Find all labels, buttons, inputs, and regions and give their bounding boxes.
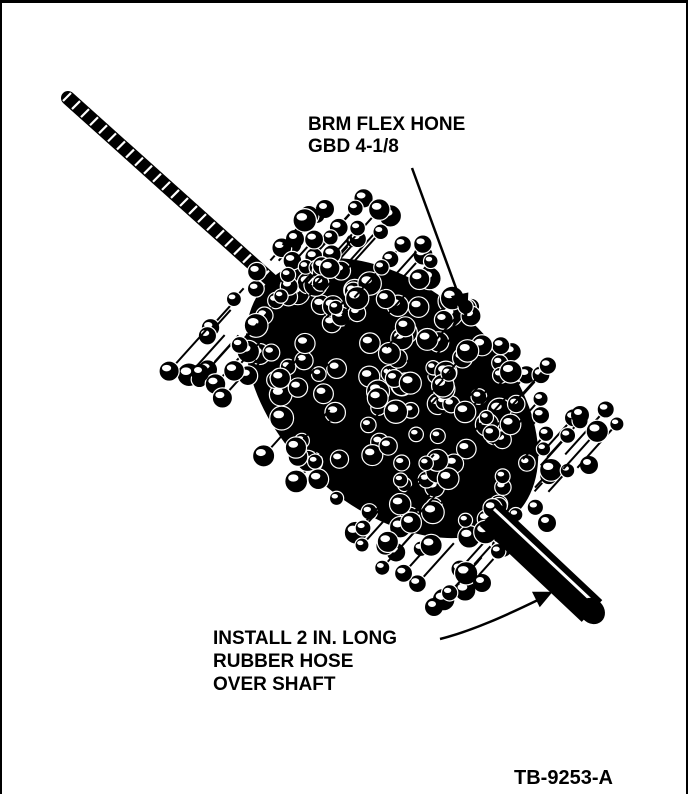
abrasive-globules-cluster <box>159 189 624 616</box>
hose-callout-line-3: OVER SHAFT <box>213 673 397 696</box>
hose-callout-label: INSTALL 2 IN. LONG RUBBER HOSE OVER SHAF… <box>213 627 397 697</box>
hone-callout-line-2: GBD 4-1/8 <box>308 136 465 158</box>
hose-callout-line-2: RUBBER HOSE <box>213 650 397 673</box>
hone-callout-label: BRM FLEX HONE GBD 4-1/8 <box>308 114 465 158</box>
twisted-wire-stem-icon <box>63 93 302 308</box>
figure-id-label: TB-9253-A <box>514 767 613 790</box>
hose-callout-line-1: INSTALL 2 IN. LONG <box>213 627 397 650</box>
hone-callout-line-1: BRM FLEX HONE <box>308 114 465 136</box>
